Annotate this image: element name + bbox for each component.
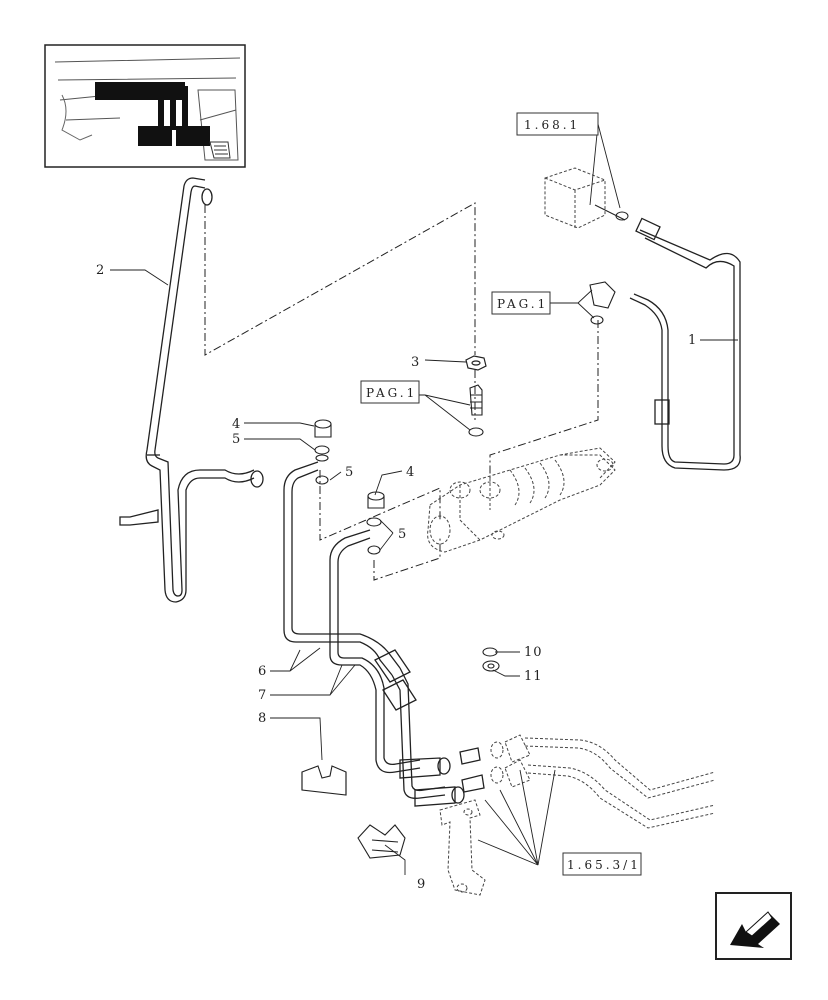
mounting-bracket xyxy=(439,799,486,896)
bleed-screw xyxy=(468,384,484,437)
part-label: 3 xyxy=(411,355,420,370)
reference-label: 1.68.1 xyxy=(524,118,580,132)
reference-box[interactable]: 1.65.3/1 xyxy=(562,852,642,876)
washer-10 xyxy=(482,647,498,657)
leader-lines xyxy=(110,123,738,875)
part-label: 5 xyxy=(398,527,407,542)
brake-pipe-2 xyxy=(119,177,264,603)
banjo-fitting xyxy=(589,281,616,325)
part-label: 4 xyxy=(232,417,241,432)
brake-pipes-6-7 xyxy=(283,461,485,807)
part-label: 5 xyxy=(345,465,354,480)
reference-label: PAG.1 xyxy=(497,297,548,311)
downstream-dashed-pipes xyxy=(490,734,716,829)
reference-box[interactable]: PAG.1 xyxy=(360,380,420,404)
part-label: 1 xyxy=(688,333,697,348)
pedal-location-thumbnail-icon xyxy=(44,44,246,168)
part-label: 2 xyxy=(96,263,105,278)
construction-lines xyxy=(204,202,599,581)
bleed-nut-3 xyxy=(465,355,487,371)
pipe-clip-8 xyxy=(301,765,347,796)
washer-11 xyxy=(482,660,500,672)
banjo-bolt-4-lower xyxy=(366,491,385,555)
previous-page-arrow-icon[interactable] xyxy=(715,892,792,960)
part-label: 7 xyxy=(258,688,267,703)
reference-box[interactable]: 1.68.1 xyxy=(516,112,599,136)
part-label: 9 xyxy=(417,877,426,892)
part-number-labels: 2 1 3 4 5 5 4 5 6 7 8 9 10 11 xyxy=(96,263,697,892)
reference-box[interactable]: PAG.1 xyxy=(491,291,551,315)
brake-pipe-1 xyxy=(629,217,741,471)
part-label: 6 xyxy=(258,664,267,679)
part-label: 8 xyxy=(258,711,267,726)
reference-label: PAG.1 xyxy=(366,386,417,400)
reference-label: 1.65.3/1 xyxy=(567,858,641,872)
part-label: 11 xyxy=(524,669,543,684)
part-label: 10 xyxy=(524,645,543,660)
banjo-bolt-4-upper xyxy=(314,419,332,485)
pipe-clip-9 xyxy=(357,824,406,859)
valve-block xyxy=(544,167,629,229)
master-cylinder xyxy=(427,447,616,553)
part-label: 5 xyxy=(232,432,241,447)
part-label: 4 xyxy=(406,465,415,480)
